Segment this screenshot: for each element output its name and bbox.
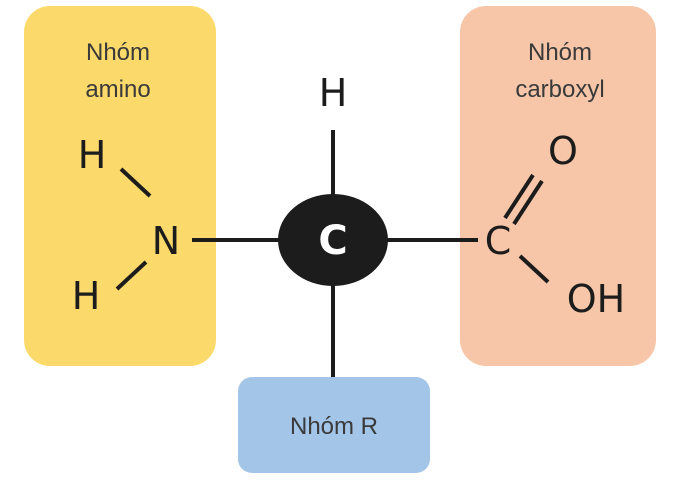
- r-group-label: Nhóm R: [290, 413, 378, 440]
- central-carbon-circle: [278, 194, 388, 286]
- carboxyl-group-box: [460, 6, 656, 366]
- bond-c-oh: [518, 254, 550, 284]
- carboxyl-hydroxyl-group: OH: [567, 277, 625, 321]
- bond-n-h-top: [119, 167, 152, 198]
- bond-c-o-double-a: [503, 173, 535, 220]
- amino-nitrogen-atom: N: [152, 219, 180, 263]
- bond-c-o-double-b: [512, 179, 544, 226]
- amino-hydrogen-top-atom: H: [78, 133, 107, 177]
- r-group-box: [238, 377, 430, 473]
- amino-group-label-line2: amino: [85, 76, 150, 103]
- amino-hydrogen-bottom-atom: H: [72, 274, 101, 318]
- central-carbon-label: C: [318, 218, 347, 264]
- amino-group-label-line1: Nhóm: [86, 39, 150, 66]
- carboxyl-oxygen-atom: O: [548, 129, 578, 173]
- carboxyl-carbon-atom: C: [485, 219, 512, 263]
- central-hydrogen-atom: H: [319, 71, 348, 115]
- carboxyl-group-label-line2: carboxyl: [515, 76, 604, 103]
- bond-n-h-bottom: [115, 260, 148, 291]
- carboxyl-group-label-line1: Nhóm: [528, 39, 592, 66]
- amino-group-box: [24, 6, 216, 366]
